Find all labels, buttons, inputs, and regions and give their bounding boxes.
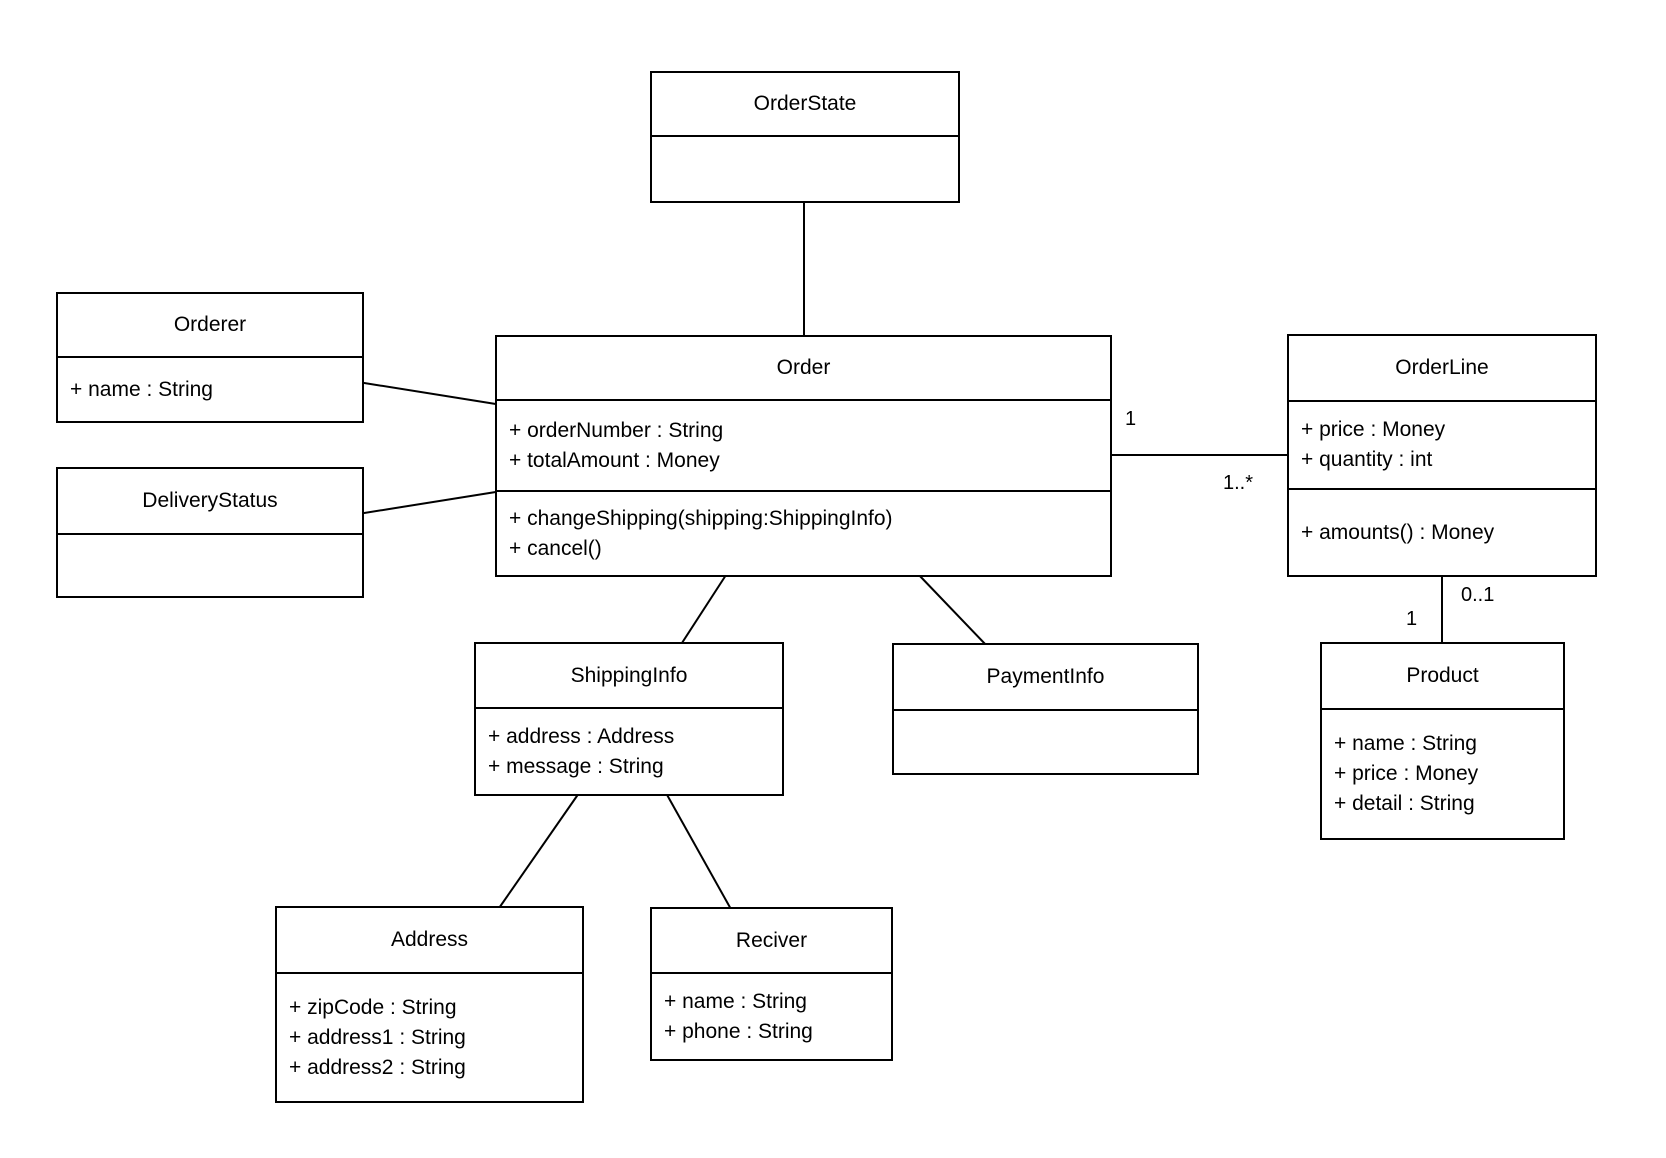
edge-order-paymentinfo bbox=[917, 573, 988, 647]
class-title: Reciver bbox=[652, 909, 891, 974]
class-method: + amounts() : Money bbox=[1301, 520, 1495, 544]
class-attributes: + name : String bbox=[58, 358, 362, 421]
class-attribute: + message : String bbox=[488, 754, 664, 778]
class-attributes: + orderNumber : String + totalAmount : M… bbox=[497, 401, 1110, 490]
class-title: Product bbox=[1322, 644, 1563, 710]
class-attributes-empty bbox=[58, 535, 362, 596]
class-title: OrderLine bbox=[1289, 336, 1595, 402]
edge-shippinginfo-address bbox=[496, 792, 580, 912]
class-attribute: + orderNumber : String bbox=[509, 418, 724, 442]
class-attribute: + price : Money bbox=[1301, 418, 1446, 441]
edge-orderer-order bbox=[357, 381, 503, 406]
class-title: DeliveryStatus bbox=[58, 469, 362, 535]
class-attribute: + detail : String bbox=[1334, 792, 1475, 815]
class-box-product: Product + name : String + price : Money … bbox=[1320, 642, 1565, 840]
class-attribute: + address2 : String bbox=[289, 1055, 466, 1079]
class-title: Address bbox=[277, 908, 582, 974]
class-attribute: + phone : String bbox=[664, 1019, 813, 1043]
class-box-orderline: OrderLine + price : Money + quantity : i… bbox=[1287, 334, 1597, 577]
class-attribute: + price : Money bbox=[1334, 762, 1479, 785]
class-box-order: Order + orderNumber : String + totalAmou… bbox=[495, 335, 1112, 577]
class-title: OrderState bbox=[652, 73, 958, 137]
class-box-deliverystatus: DeliveryStatus bbox=[56, 467, 364, 598]
class-box-shippinginfo: ShippingInfo + address : Address + messa… bbox=[474, 642, 784, 796]
class-attribute: + name : String bbox=[70, 377, 213, 401]
class-attributes-empty bbox=[652, 137, 958, 201]
class-methods: + changeShipping(shipping:ShippingInfo) … bbox=[497, 490, 1110, 575]
class-attribute: + zipCode : String bbox=[289, 995, 457, 1019]
class-title: Orderer bbox=[58, 294, 362, 358]
class-methods: + amounts() : Money bbox=[1289, 488, 1595, 575]
class-attribute: + name : String bbox=[664, 989, 807, 1013]
multiplicity-label-orderline-product-end: 0..1 bbox=[1461, 584, 1495, 606]
class-attribute: + name : String bbox=[1334, 732, 1477, 755]
class-attribute: + address1 : String bbox=[289, 1025, 466, 1049]
multiplicity-label-orderline-end: 1..* bbox=[1223, 472, 1254, 494]
class-attributes: + price : Money + quantity : int bbox=[1289, 402, 1595, 488]
edge-order-shippinginfo bbox=[679, 574, 727, 647]
multiplicity-label-order-end: 1 bbox=[1125, 408, 1137, 430]
class-title: PaymentInfo bbox=[894, 645, 1197, 711]
edge-deliverystatus-order bbox=[357, 490, 503, 515]
class-box-orderstate: OrderState bbox=[650, 71, 960, 203]
class-box-paymentinfo: PaymentInfo bbox=[892, 643, 1199, 775]
class-title: ShippingInfo bbox=[476, 644, 782, 709]
class-box-address: Address + zipCode : String + address1 : … bbox=[275, 906, 584, 1103]
class-attribute: + totalAmount : Money bbox=[509, 448, 720, 472]
class-attribute: + quantity : int bbox=[1301, 448, 1433, 471]
class-attribute: + address : Address bbox=[488, 724, 675, 748]
class-method: + changeShipping(shipping:ShippingInfo) bbox=[509, 506, 893, 530]
class-title: Order bbox=[497, 337, 1110, 401]
class-attributes: + name : String + phone : String bbox=[652, 974, 891, 1059]
class-attributes: + address : Address + message : String bbox=[476, 709, 782, 794]
class-attributes: + zipCode : String + address1 : String +… bbox=[277, 974, 582, 1101]
edge-shippinginfo-reciver bbox=[665, 792, 733, 912]
class-box-orderer: Orderer + name : String bbox=[56, 292, 364, 423]
class-method: + cancel() bbox=[509, 536, 602, 560]
class-box-reciver: Reciver + name : String + phone : String bbox=[650, 907, 893, 1061]
class-attributes: + name : String + price : Money + detail… bbox=[1322, 710, 1563, 838]
multiplicity-label-product-end: 1 bbox=[1406, 608, 1418, 630]
class-attributes-empty bbox=[894, 711, 1197, 773]
